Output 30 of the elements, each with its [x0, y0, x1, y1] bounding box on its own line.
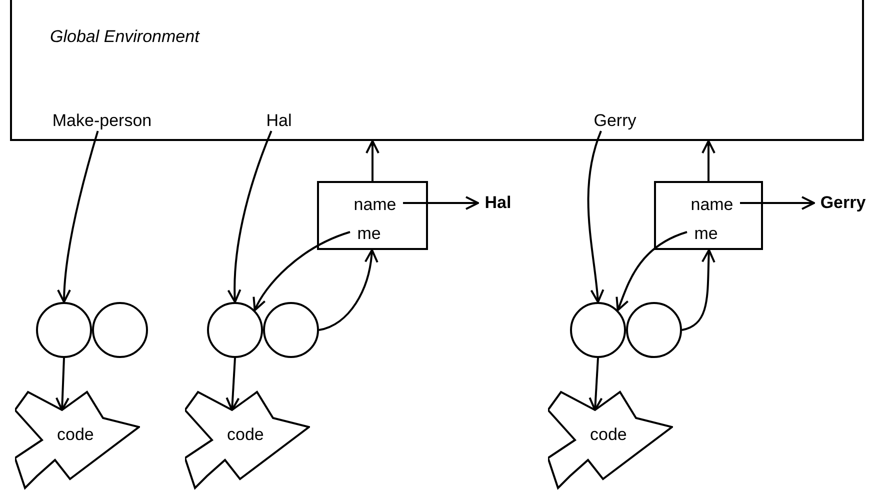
text-label: me — [689, 224, 723, 244]
arrow — [702, 140, 716, 181]
code-blob — [548, 388, 673, 490]
arrow — [587, 130, 604, 303]
code-label: code — [57, 424, 94, 446]
arrow — [318, 249, 378, 331]
arrow — [616, 231, 688, 312]
code-label: code — [590, 424, 627, 446]
code-blob — [15, 388, 140, 490]
frame-box — [654, 181, 763, 250]
arrow — [740, 196, 815, 210]
text-label: name — [345, 195, 405, 215]
arrow — [682, 249, 716, 331]
environment-frame — [10, 0, 864, 141]
arrow — [366, 140, 380, 181]
arrow — [403, 196, 479, 210]
code-label: code — [227, 424, 264, 446]
code-blob — [185, 388, 310, 490]
text-label: Gerry — [814, 193, 872, 213]
text-label: Hal — [478, 193, 518, 213]
text-label: me — [352, 224, 386, 244]
arrow — [57, 130, 99, 303]
arrow — [228, 130, 272, 303]
text-label: Make-person — [47, 110, 157, 131]
text-label: name — [682, 195, 742, 215]
frame-box — [317, 181, 428, 250]
arrow — [253, 231, 350, 312]
text-label: Gerry — [585, 110, 645, 131]
text-label: Hal — [260, 110, 298, 131]
environment-title: Global Environment — [50, 26, 200, 48]
